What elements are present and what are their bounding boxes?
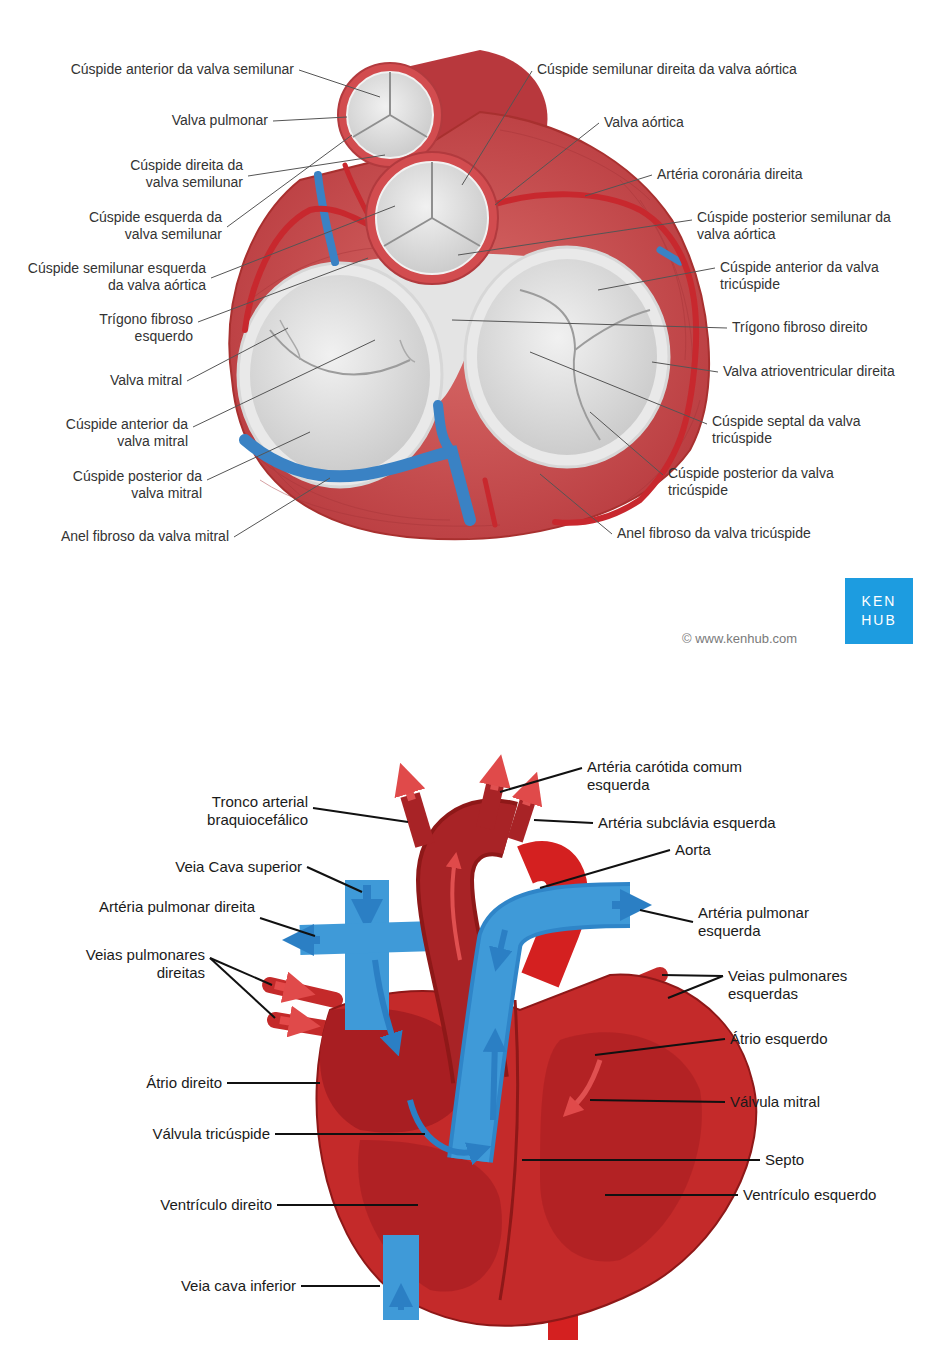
logo-box <box>845 578 913 644</box>
part-label: Ventrículo direito <box>102 1196 272 1214</box>
part-label: Septo <box>765 1151 855 1169</box>
part-label: Cúspide posterior da valva tricúspide <box>668 465 878 499</box>
part-label: Trígono fibroso esquerdo <box>68 311 193 345</box>
part-label: Aorta <box>675 841 765 859</box>
part-label: Cúspide posterior da valva mitral <box>52 468 202 502</box>
watermark: © www.kenhub.com <box>682 631 842 647</box>
part-label: Átrio direito <box>92 1074 222 1092</box>
part-label: Cúspide direita da valva semilunar <box>103 157 243 191</box>
part-label: Cúspide posterior semilunar da valva aór… <box>697 209 912 243</box>
part-label: Cúspide anterior da valva semilunar <box>24 61 294 78</box>
part-label: Anel fibroso da valva tricúspide <box>617 525 877 542</box>
part-label: Veia Cava superior <box>132 858 302 876</box>
part-label: Artéria carótida comum esquerda <box>587 758 797 794</box>
part-label: Cúspide septal da valva tricúspide <box>712 413 912 447</box>
part-label: Artéria pulmonar esquerda <box>698 904 868 940</box>
part-label: Artéria pulmonar direita <box>95 898 255 916</box>
part-label: Valva pulmonar <box>138 112 268 129</box>
part-label: Cúspide semilunar direita da valva aórti… <box>537 61 847 78</box>
part-label: Cúspide anterior da valva tricúspide <box>720 259 915 293</box>
part-label: Artéria subclávia esquerda <box>598 814 838 832</box>
part-label: Veias pulmonares direitas <box>45 946 205 982</box>
part-label: Cúspide anterior da valva mitral <box>48 416 188 450</box>
part-label: Cúspide esquerda da valva semilunar <box>72 209 222 243</box>
part-label: Tronco arterial braquiocefálico <box>168 793 308 829</box>
part-label: Válvula mitral <box>730 1093 880 1111</box>
part-label: Ventrículo esquerdo <box>743 1186 918 1204</box>
part-label: Veias pulmonares esquerdas <box>728 967 898 1003</box>
part-label: Átrio esquerdo <box>730 1030 880 1048</box>
part-label: Valva atrioventricular direita <box>723 363 913 380</box>
part-label: Valva mitral <box>72 372 182 389</box>
logo-text: KEN HUB <box>851 592 907 630</box>
part-label: Cúspide semilunar esquerda da valva aórt… <box>11 260 206 294</box>
part-label: Valva aórtica <box>604 114 734 131</box>
part-label: Anel fibroso da valva mitral <box>19 528 229 545</box>
part-label: Válvula tricúspide <box>100 1125 270 1143</box>
part-label: Veia cava inferior <box>116 1277 296 1295</box>
part-label: Trígono fibroso direito <box>732 319 917 336</box>
part-label: Artéria coronária direita <box>657 166 857 183</box>
